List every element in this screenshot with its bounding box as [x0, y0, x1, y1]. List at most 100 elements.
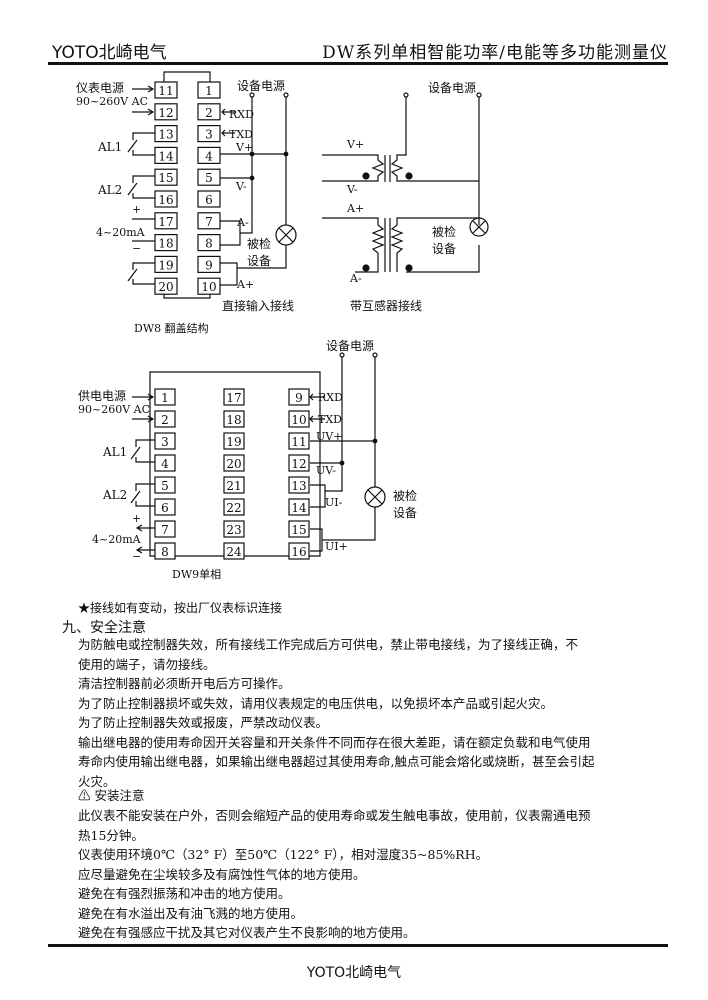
terminal-box	[197, 168, 221, 186]
terminal-number: 18	[226, 413, 241, 427]
terminal-number: 19	[226, 435, 241, 449]
terminal-number: 14	[291, 501, 307, 515]
ct-caption: 带互感器接线	[350, 298, 422, 313]
dw8-vminus: V-	[235, 180, 247, 193]
terminal-box	[197, 234, 221, 252]
terminal-box	[154, 212, 178, 230]
safety-title: 九、安全注意	[62, 620, 146, 636]
text-line: 避免在有强感应干扰及其它对仪表产生不良影响的地方使用。	[78, 925, 416, 940]
dw8-device-power: 设备电源	[237, 79, 285, 93]
footer-brand: YOTO北崎电气	[306, 965, 402, 981]
terminal-number: 16	[158, 193, 173, 207]
dw9-txd: TXD	[318, 413, 342, 426]
terminal-box	[154, 103, 178, 121]
terminal-box	[223, 388, 245, 406]
terminal-box	[223, 520, 245, 538]
dw9-uvplus: UV+	[316, 430, 342, 443]
text-line: 为了防止控制器失效或报废，严禁改动仪表。	[78, 715, 329, 730]
ct-aminus: A-	[349, 272, 362, 285]
terminal-number: 13	[158, 128, 173, 142]
terminal-number: 7	[205, 215, 213, 229]
terminal-box	[154, 498, 176, 516]
terminal-number: 17	[226, 391, 241, 405]
terminal-number: 3	[205, 128, 213, 142]
dw9-power-label: 供电电源	[78, 389, 126, 403]
text-line: 输出继电器的使用寿命因开关容量和开关条件不同而存在很大差距，请在额定负载和电气使…	[78, 734, 591, 750]
terminal-box	[288, 454, 310, 472]
dw8-aminus: A-	[236, 216, 249, 229]
terminal-number: 8	[205, 237, 213, 251]
terminal-number: 16	[291, 545, 306, 559]
terminal-number: 17	[158, 215, 173, 229]
terminal-box	[223, 410, 245, 428]
ct-diagram: 设备电源 V+ V- A+ A- 被检 设备 带互感器接线	[322, 81, 489, 313]
terminal-number: 23	[226, 523, 241, 537]
terminal-box	[223, 542, 245, 560]
text-line: 为了防止控制器损坏或失效，请用仪表规定的电压供电，以免损坏本产品或引起火灾。	[78, 695, 554, 711]
terminal-number: 11	[158, 84, 173, 98]
terminal-box	[288, 520, 310, 538]
terminal-box	[154, 255, 178, 273]
terminal-number: 18	[158, 237, 173, 251]
terminal-number: 20	[226, 457, 241, 471]
text-line: 避免在有强烈振荡和冲击的地方使用。	[78, 886, 291, 901]
terminal-box	[197, 103, 221, 121]
dw8-voltage: 90~260V AC	[76, 95, 148, 108]
terminal-number: 20	[158, 280, 173, 294]
text-line: 仪表使用环境0℃（32° F）至50℃（122° F），相对湿度35~85%RH…	[78, 847, 489, 862]
terminal-box	[197, 146, 221, 164]
install-lines: 此仪表不能安装在户外，否则会缩短产品的使用寿命或发生触电事故，使用前，仪表需通电…	[78, 806, 658, 943]
dw9-minus: −	[132, 550, 141, 563]
text-line: 清洁控制器前必须断开电后方可操作。	[78, 676, 291, 691]
wiring-note: ★接线如有变动，按出厂仪表标识连接	[78, 600, 282, 615]
terminal-box	[197, 255, 221, 273]
terminal-number: 8	[161, 545, 169, 559]
terminal-box	[288, 388, 310, 406]
dw9-device-power: 设备电源	[326, 339, 374, 353]
terminal-number: 19	[158, 258, 173, 272]
dw9-uiplus: UI+	[325, 540, 348, 553]
terminal-number: 9	[295, 391, 303, 405]
terminal-box	[154, 388, 176, 406]
terminal-box	[154, 410, 176, 428]
terminal-box	[154, 476, 176, 494]
terminal-box	[223, 476, 245, 494]
dw8-plus: +	[132, 203, 141, 216]
dw8-minus: −	[132, 242, 141, 255]
dw8-caption: DW8 翻盖结构	[134, 321, 209, 335]
terminal-box	[197, 124, 221, 143]
ct-aplus: A+	[346, 202, 364, 215]
terminal-box	[154, 454, 176, 472]
terminal-box	[154, 277, 178, 295]
ct-vplus: V+	[346, 138, 364, 151]
terminal-box	[154, 81, 178, 99]
dw9-al2: AL2	[102, 488, 127, 502]
terminal-box	[154, 432, 176, 450]
ct-dut2: 设备	[432, 242, 456, 256]
terminal-box	[288, 542, 310, 560]
terminal-box	[288, 432, 310, 450]
dw9-caption: DW9单相	[172, 568, 221, 581]
dw8-dut2: 设备	[247, 254, 271, 268]
footer-rule	[48, 944, 668, 947]
terminal-box	[197, 81, 221, 99]
ct-dut1: 被检	[432, 224, 456, 239]
terminal-number: 1	[161, 391, 169, 405]
dw8-vplus: V+	[235, 141, 253, 154]
dw8-power-label: 仪表电源	[76, 81, 124, 95]
terminal-number: 6	[205, 193, 213, 207]
terminal-box	[154, 190, 178, 208]
dw9-dut1: 被检	[393, 488, 417, 503]
terminal-number: 10	[291, 413, 306, 427]
terminal-number: 15	[158, 171, 173, 185]
terminal-number: 12	[291, 457, 306, 471]
dw8-dut1: 被检	[247, 236, 271, 251]
terminal-box	[288, 410, 310, 428]
terminal-number: 7	[161, 523, 169, 537]
terminal-box	[288, 498, 310, 516]
dw9-current: 4~20mA	[92, 533, 142, 546]
terminal-box	[197, 190, 221, 208]
text-line: 此仪表不能安装在户外，否则会缩短产品的使用寿命或发生触电事故，使用前，仪表需通电…	[78, 808, 591, 823]
